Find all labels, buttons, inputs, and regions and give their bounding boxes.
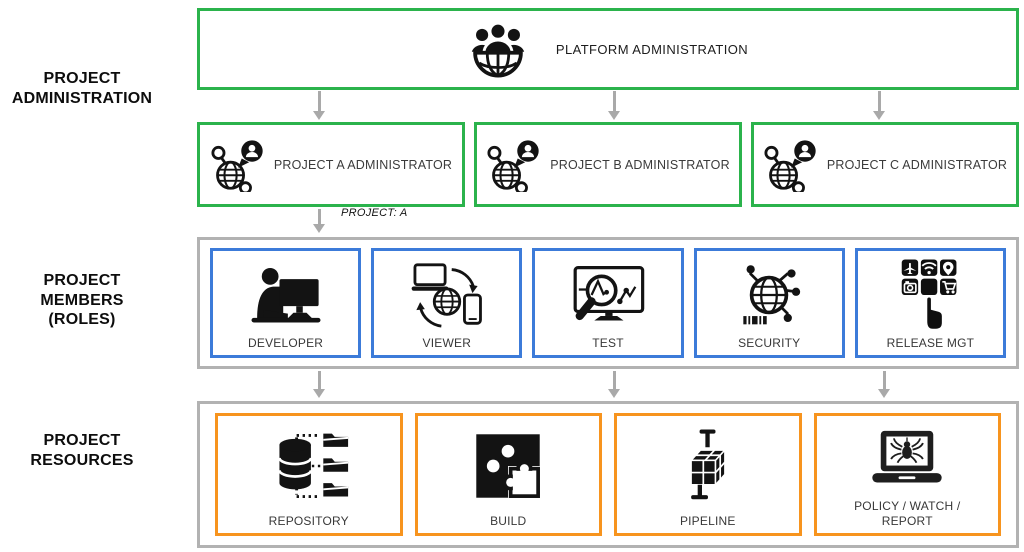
role-security-label: SECURITY [738,335,801,350]
resource-policy-watch-report-box: POLICY / WATCH / REPORT [813,413,1001,536]
cart-glyph [942,280,957,290]
database-folders-icon [277,433,348,499]
pointer-hand-glyph [926,295,944,330]
role-viewer-box: VIEWER [371,248,523,358]
camera-glyph [904,282,918,293]
resource-build-label: BUILD [490,513,527,528]
devices-sync-globe-icon [411,263,482,328]
project-roles-container: DEVELOPER [197,237,1019,369]
connected-globe-circuit-icon [743,265,801,325]
barcode-glyph [743,315,767,325]
section-label-project-resources: PROJECT RESOURCES [30,432,134,469]
role-test-label: TEST [592,335,624,350]
app-grid-tap-icon [902,259,957,330]
arrow-roles-to-resources-2 [613,371,616,389]
arrow-roles-to-resources-1 [318,371,321,389]
platform-administration-label: PLATFORM ADMINISTRATION [555,41,749,57]
project-a-administrator-label: PROJECT A ADMINISTRATOR [273,157,453,172]
folder-glyphs [322,433,348,497]
arrow-platform-to-admin-c [878,91,881,111]
project-b-administrator-box: PROJECT B ADMINISTRATOR [474,122,742,207]
role-release-mgt-label: RELEASE MGT [886,335,975,350]
people-globe-icon [471,21,525,78]
puzzle-pieces-icon [476,434,541,499]
resource-repository-label: REPOSITORY [268,513,349,528]
project-a-administrator-box: PROJECT A ADMINISTRATOR [197,122,465,207]
role-developer-label: DEVELOPER [248,335,324,350]
resource-pipeline-box: PIPELINE [614,413,802,536]
plane-glyph [903,262,917,274]
section-label-project-members-roles: PROJECT MEMBERS (ROLES) [40,272,124,329]
spider-glyph [890,438,925,464]
admin-network-globe-icon [487,139,539,192]
role-release-mgt-box: RELEASE MGT [854,248,1007,358]
developer-at-computer-icon [251,267,321,323]
platform-administration-box: PLATFORM ADMINISTRATION [197,8,1019,90]
laptop-spider-icon [872,430,942,483]
project-b-administrator-label: PROJECT B ADMINISTRATOR [550,157,730,172]
wifi-glyph [927,270,932,275]
admin-network-globe-icon [764,139,816,192]
cube-valve-icon [689,429,727,500]
project-c-administrator-label: PROJECT C ADMINISTRATOR [826,157,1008,172]
arrow-platform-to-admin-b [613,91,616,111]
project-resources-container: REPOSITORY BUILD [197,401,1019,548]
arrow-admin-a-to-roles [318,209,321,224]
role-test-box: TEST [532,248,684,358]
project-a-tag: PROJECT: A [341,207,408,219]
resource-pipeline-label: PIPELINE [679,513,736,528]
project-c-administrator-box: PROJECT C ADMINISTRATOR [751,122,1019,207]
monitor-magnifier-chart-icon [573,265,645,321]
resource-policy-watch-report-label: POLICY / WATCH / REPORT [854,499,961,528]
role-viewer-label: VIEWER [422,335,472,350]
admin-network-globe-icon [211,139,263,192]
resource-build-box: BUILD [414,413,602,536]
resource-repository-box: REPOSITORY [215,413,403,536]
role-developer-box: DEVELOPER [210,248,362,358]
arrow-roles-to-resources-3 [883,371,886,389]
section-label-project-administration: PROJECT ADMINISTRATION [11,70,153,107]
project-administrators-row: PROJECT A ADMINISTRATOR PROJECT B ADMINI… [197,122,1019,207]
arrow-platform-to-admin-a [318,91,321,111]
role-security-box: SECURITY [693,248,845,358]
